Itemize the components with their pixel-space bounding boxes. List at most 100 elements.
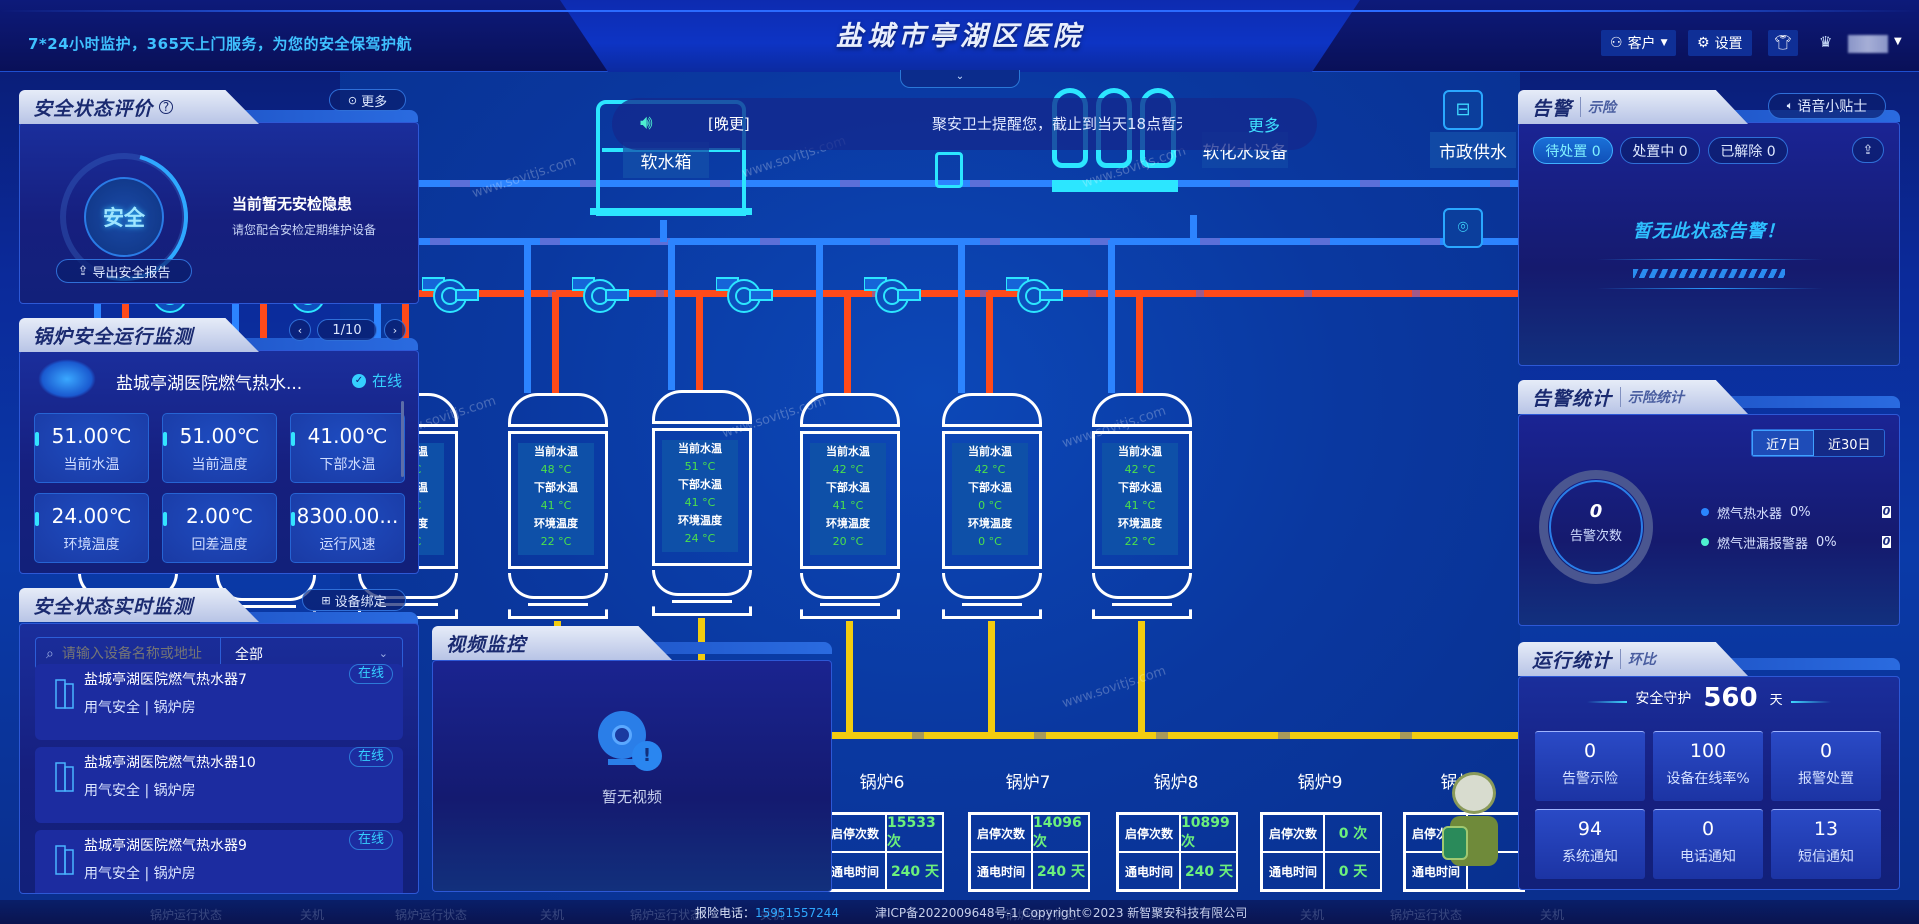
device-name: 盐城亭湖医院燃气热水器9 xyxy=(84,838,247,854)
stripe-decoration xyxy=(1633,269,1785,278)
tank-body xyxy=(652,428,752,566)
collapse-header-button[interactable]: ⌄ xyxy=(900,70,1020,88)
panel-title: 锅炉安全运行监测 xyxy=(33,325,194,348)
readout-value: 22 °C xyxy=(1124,535,1156,548)
panel-subtitle: 示险 xyxy=(1580,97,1616,117)
legend-label: 燃气热水器 xyxy=(1717,506,1783,522)
settings-button[interactable]: ⚙ 设置 xyxy=(1688,30,1752,56)
theme-button[interactable]: 👕︎ xyxy=(1768,30,1798,56)
filter-select[interactable]: 全部 ⌄ xyxy=(221,638,402,669)
export-report-button[interactable]: ⇪ 导出安全报告 xyxy=(56,259,192,283)
chevron-right-icon: › xyxy=(392,323,398,337)
hot-main-pipe xyxy=(340,290,1520,297)
bind-label: 设备绑定 xyxy=(334,594,387,610)
legend-value: 0 xyxy=(1882,505,1891,518)
user-avatar[interactable] xyxy=(1848,35,1888,53)
metric-card: 8300.00...运行风速 xyxy=(290,493,405,563)
alarm-tab[interactable]: 处置中 0 xyxy=(1620,137,1700,164)
readout-value: 42 °C xyxy=(832,463,864,476)
gear-icon: ⚙ xyxy=(1697,35,1710,51)
stat-label: 系统通知 xyxy=(1562,849,1618,865)
device-bind-button[interactable]: ⊞ 设备绑定 xyxy=(302,589,406,611)
alarm-tab[interactable]: 待处置 0 xyxy=(1533,137,1613,164)
next-page-button[interactable]: › xyxy=(384,319,406,341)
readout-value: 20 °C xyxy=(832,535,864,548)
search-field[interactable]: ⌕ xyxy=(36,638,221,669)
add-square-icon: ⊞ xyxy=(321,593,331,607)
hotline-number[interactable]: 15951557244 xyxy=(755,906,839,920)
table-value: 0 次 xyxy=(1324,814,1382,852)
robot-mascot[interactable] xyxy=(1442,772,1502,882)
help-icon[interactable]: ? xyxy=(159,100,174,114)
range-30d[interactable]: 近30日 xyxy=(1814,430,1884,456)
search-input[interactable] xyxy=(61,645,202,662)
more-label: 更多 xyxy=(361,94,388,110)
divider xyxy=(1791,701,1831,703)
metric-value: 8300.00... xyxy=(296,504,399,528)
readout-value: 42 °C xyxy=(1124,463,1156,476)
gauge-label: 安全 xyxy=(84,177,164,257)
tank-cap xyxy=(942,393,1042,427)
tank-bottom xyxy=(800,573,900,599)
caret-down-icon[interactable]: ▼ xyxy=(1894,36,1902,47)
table-key: 启停次数 xyxy=(1118,814,1180,852)
guard-prefix: 安全守护 xyxy=(1635,691,1692,707)
faint-status-text: 关机 xyxy=(540,908,565,922)
voice-tips-button[interactable]: 🔈︎ 语音小贴士 xyxy=(1768,93,1886,119)
location-pin-icon[interactable]: ⌾ xyxy=(1443,208,1483,248)
safety-eval-panel: 安全 当前暂无安检隐患 请您配合安检定期维护设备 ⇪ 导出安全报告 xyxy=(19,122,419,305)
slogan: 7*24小时监护，365天上门服务，为您的安全保驾护航 xyxy=(28,35,412,53)
more-button[interactable]: ⊙ 更多 xyxy=(329,89,406,111)
notice-more-link[interactable]: 更多 xyxy=(1248,116,1281,135)
metric-value: 24.00℃ xyxy=(51,504,132,528)
scrollbar[interactable] xyxy=(401,401,404,477)
stat-label: 电话通知 xyxy=(1680,849,1736,865)
user-icon: ⚇ xyxy=(1610,35,1623,51)
boiler-icon[interactable]: ⊟ xyxy=(1443,90,1483,130)
range-7d[interactable]: 近7日 xyxy=(1752,430,1815,456)
boiler-name: 锅炉8 xyxy=(1153,773,1199,793)
device-name: 盐城亭湖医院燃气热水器7 xyxy=(84,672,247,688)
cold-pipe xyxy=(668,240,675,390)
cold-pipe xyxy=(958,240,965,393)
readout-key: 当前水温 xyxy=(826,445,870,458)
tank-body xyxy=(508,431,608,569)
alarm-count-ring: 0 告警次数 xyxy=(1539,470,1653,584)
metric-label: 下部水温 xyxy=(319,457,376,473)
boiler-name: 锅炉6 xyxy=(859,773,905,793)
readout-key: 下部水温 xyxy=(534,481,578,494)
readout-value: 24 °C xyxy=(684,532,716,545)
metric-value: 51.00℃ xyxy=(51,424,132,448)
panel-title: 告警 xyxy=(1532,97,1573,120)
alarm-tab[interactable]: 已解除 0 xyxy=(1708,137,1788,164)
faint-status-text: 锅炉运行状态 xyxy=(150,908,223,922)
prev-page-button[interactable]: ‹ xyxy=(289,319,311,341)
pump-icon xyxy=(715,274,776,314)
tank-foot xyxy=(942,603,1042,619)
panel-subtitle: 环比 xyxy=(1620,649,1656,669)
export-alarm-button[interactable]: ⇪ xyxy=(1852,137,1884,163)
faint-status-text: 锅炉运行状态 xyxy=(395,908,468,922)
readout-value: 0 °C xyxy=(978,535,1002,548)
tank-bottom xyxy=(508,573,608,599)
faint-status-text: 关机 xyxy=(760,908,785,922)
tank-bottom xyxy=(1092,573,1192,599)
legend-label: 燃气泄漏报警器 xyxy=(1717,536,1809,552)
readout-key: 下部水温 xyxy=(678,478,722,491)
customer-dropdown[interactable]: ⚇ 客户 ▼ xyxy=(1601,30,1677,56)
